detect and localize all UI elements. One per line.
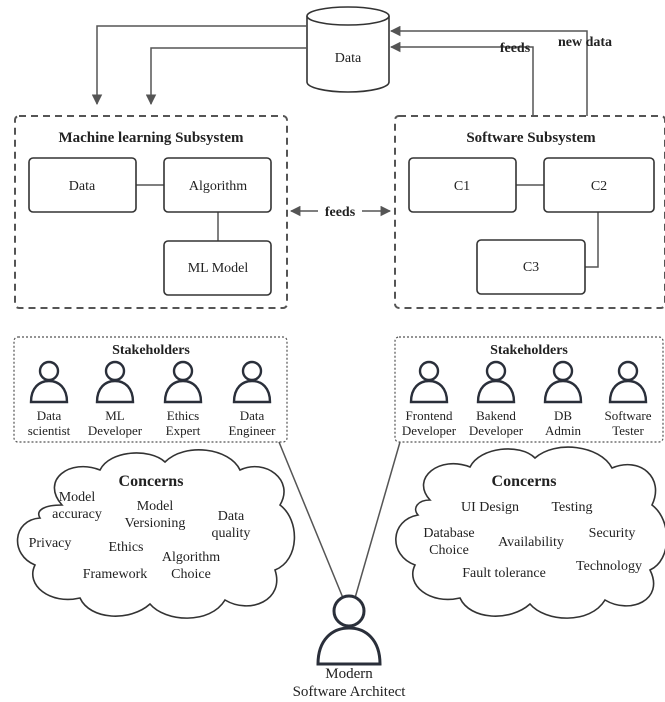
sw-concern-item: Security — [589, 526, 636, 541]
ml-concern-item: Model — [59, 490, 96, 505]
sw-stakeholder-label: Bakend — [476, 408, 516, 423]
person-icon — [29, 360, 69, 404]
c1-box — [408, 157, 517, 213]
person-icon — [608, 360, 648, 404]
sw-concern-item: Choice — [429, 543, 469, 558]
sw-concern-item: Database — [423, 526, 474, 541]
sw-stakeholder-label: Software — [605, 408, 652, 423]
software-subsystem-title: Software Subsystem — [466, 130, 596, 146]
sw-concern-item: Testing — [551, 500, 592, 515]
ml-concern-item: Algorithm — [162, 550, 220, 565]
sw-concern-item: Availability — [498, 535, 564, 550]
ml-stakeholders-frame — [13, 336, 288, 443]
sw-concerns-cloud — [395, 446, 665, 619]
sw-concern-item: Technology — [576, 559, 642, 574]
feeds-middle-label: feeds — [325, 205, 356, 220]
ml-stakeholder-list: DatascientistMLDeveloperEthicsExpertData… — [28, 360, 277, 438]
feeds-top-label: feeds — [500, 41, 531, 56]
architect-person-icon — [316, 594, 382, 666]
architect-label-line: Modern — [325, 666, 373, 682]
db-to-ml-arrows — [91, 25, 307, 106]
ml-data-box — [28, 157, 137, 213]
sw-concerns-title: Concerns — [492, 473, 557, 490]
database-label: Data — [335, 51, 362, 66]
person-icon — [409, 360, 449, 404]
ml-model-label: ML Model — [188, 261, 249, 276]
person-icon — [163, 360, 203, 404]
ml-stakeholder-label: scientist — [28, 423, 71, 438]
ml-concern-item: Choice — [171, 567, 211, 582]
ml-stakeholder-label: Expert — [166, 423, 201, 438]
database-icon — [306, 6, 390, 93]
ml-subsystem-frame — [14, 115, 288, 309]
architect-links — [278, 441, 401, 599]
c2-box — [543, 157, 655, 213]
ml-data-label: Data — [69, 179, 96, 194]
sw-stakeholder-label: Developer — [469, 423, 524, 438]
ml-stakeholder-label: Ethics — [167, 408, 200, 423]
architect-label-line: Software Architect — [293, 684, 407, 700]
ml-stakeholder-label: Engineer — [229, 423, 277, 438]
ml-stakeholder-label: Data — [240, 408, 265, 423]
person-icon — [543, 360, 583, 404]
c3-box — [476, 239, 586, 295]
ml-algorithm-label: Algorithm — [189, 179, 247, 194]
ml-subsystem-title: Machine learning Subsystem — [58, 130, 244, 146]
ml-concerns-cloud — [16, 449, 296, 619]
ml-concern-item: Ethics — [109, 540, 144, 555]
ml-model-box — [163, 240, 272, 296]
sw-stakeholders-title: Stakeholders — [490, 343, 568, 358]
ml-stakeholders-title: Stakeholders — [112, 343, 190, 358]
sw-stakeholder-label: Admin — [545, 423, 582, 438]
sw-concern-item: Fault tolerance — [462, 566, 546, 581]
c3-label: C3 — [523, 260, 539, 275]
sw-stakeholders-frame — [394, 336, 664, 443]
ml-stakeholder-label: ML — [105, 408, 125, 423]
sw-concern-item: UI Design — [461, 500, 519, 515]
ml-concern-item: Privacy — [29, 536, 72, 551]
sw-stakeholder-list: FrontendDeveloperBakendDeveloperDBAdminS… — [402, 360, 652, 438]
software-subsystem-frame — [394, 115, 665, 309]
c1-label: C1 — [454, 179, 470, 194]
ml-concerns-title: Concerns — [119, 473, 184, 490]
c2-label: C2 — [591, 179, 607, 194]
sw-stakeholder-label: Frontend — [406, 408, 453, 423]
software-to-db-arrows — [389, 25, 588, 116]
person-icon — [95, 360, 135, 404]
person-icon — [232, 360, 272, 404]
c2-c3-link — [585, 212, 599, 268]
sw-stakeholder-label: Developer — [402, 423, 457, 438]
ml-concern-item: Versioning — [125, 516, 186, 531]
ml-stakeholder-label: Developer — [88, 423, 143, 438]
ml-stakeholder-label: Data — [37, 408, 62, 423]
ml-concern-item: Model — [137, 499, 174, 514]
ml-concern-item: Framework — [83, 567, 148, 582]
ml-algorithm-box — [163, 157, 272, 213]
ml-concern-item: accuracy — [52, 507, 102, 522]
new-data-label: new data — [558, 35, 612, 50]
ml-concern-item: Data — [218, 509, 245, 524]
sw-stakeholder-label: Tester — [612, 423, 644, 438]
ml-concern-item: quality — [212, 526, 251, 541]
sw-stakeholder-label: DB — [554, 408, 572, 423]
person-icon — [476, 360, 516, 404]
